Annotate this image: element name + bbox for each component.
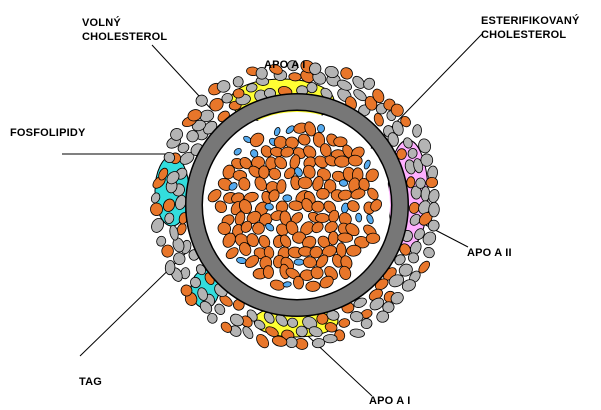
label-volny-cholesterol: VOLNÝ CHOLESTEROL bbox=[82, 16, 167, 44]
shell-orange-particle bbox=[339, 65, 355, 81]
shell-gray-particle bbox=[241, 325, 255, 341]
shell-orange-particle bbox=[426, 177, 438, 188]
shell-gray-particle bbox=[312, 338, 325, 349]
shell-gray-particle bbox=[323, 334, 337, 343]
label-volny-line2: CHOLESTEROL bbox=[82, 30, 167, 44]
shell-gray-particle bbox=[422, 245, 437, 260]
core-orange-particle bbox=[312, 201, 325, 212]
core-orange-particle bbox=[337, 233, 352, 243]
shell-gray-particle bbox=[361, 76, 377, 92]
core-blue-particle bbox=[317, 124, 324, 132]
label-apo-a1-top: APO A I bbox=[264, 58, 306, 72]
shell-gray-particle bbox=[412, 124, 422, 137]
shell-gray-particle bbox=[428, 202, 439, 217]
shell-orange-particle bbox=[338, 318, 350, 328]
core-blue-particle bbox=[355, 213, 362, 222]
label-esterifikovany-line1: ESTERIFIKOVANÝ bbox=[481, 14, 580, 28]
shell-gray-particle bbox=[350, 328, 366, 338]
core-orange-particle bbox=[315, 213, 329, 222]
label-apo-a2: APO A II bbox=[467, 246, 512, 260]
shell-orange-particle bbox=[161, 245, 174, 258]
label-esterifikovany-cholesterol: ESTERIFIKOVANÝ CHOLESTEROL bbox=[481, 14, 580, 42]
label-volny-line1: VOLNÝ bbox=[82, 16, 167, 30]
label-fosfolipidy: FOSFOLIPIDY bbox=[10, 126, 86, 140]
label-esterifikovany-line2: CHOLESTEROL bbox=[481, 28, 580, 42]
label-apo-a1-bottom: APO A I bbox=[369, 394, 411, 408]
core-blue-particle bbox=[339, 179, 348, 186]
label-tag: TAG bbox=[79, 375, 102, 389]
core-blue-particle bbox=[283, 195, 292, 202]
shell-gray-particle bbox=[233, 76, 244, 88]
core-orange-particle bbox=[316, 188, 329, 199]
shell-orange-particle bbox=[150, 203, 162, 216]
core-blue-particle bbox=[294, 259, 304, 265]
shell-gray-particle bbox=[195, 94, 209, 107]
core-orange-particle bbox=[334, 156, 349, 168]
core-orange-particle bbox=[263, 266, 274, 279]
